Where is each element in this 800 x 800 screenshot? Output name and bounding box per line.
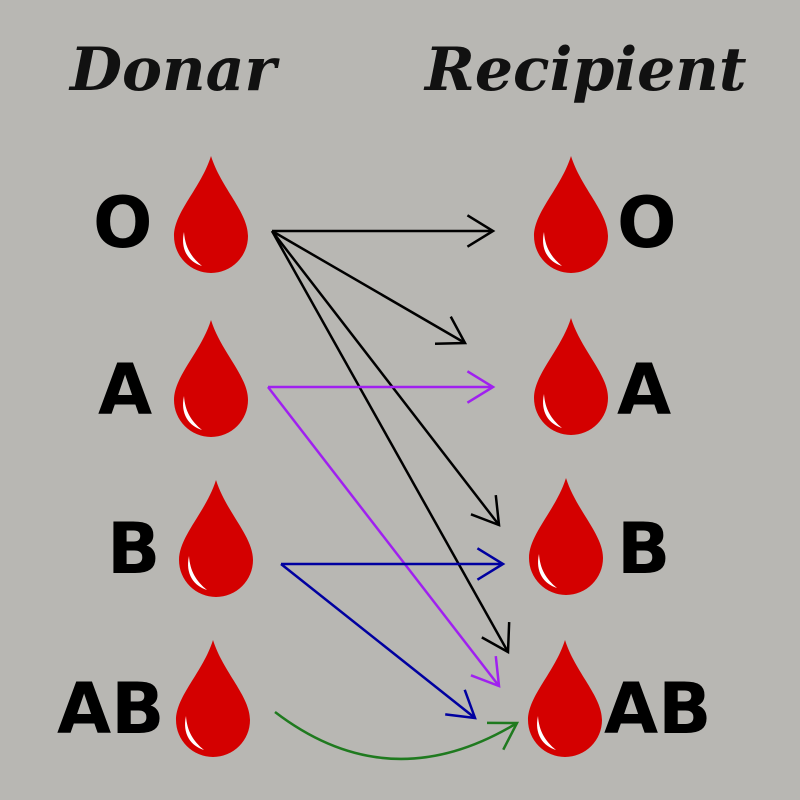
recipient-heading: Recipient: [425, 35, 747, 105]
recipient-drop-a-icon: [534, 318, 608, 435]
recipient-label-o: O: [617, 182, 677, 264]
donor-heading: Donar: [70, 35, 277, 105]
arrow-a-to-a-head: [466, 370, 496, 404]
recipient-label-a: A: [617, 349, 672, 431]
arrow-a-to-ab-head: [470, 656, 501, 688]
recipient-label-b: B: [617, 508, 671, 590]
donor-label-ab: AB: [57, 668, 165, 750]
arrow-o-to-o-head: [466, 214, 496, 248]
arrow-o-to-b: [271, 230, 500, 526]
arrow-ab-to-ab-head: [486, 721, 520, 751]
recipient-drop-ab-icon: [528, 640, 602, 757]
donor-drop-ab-icon: [176, 640, 250, 757]
arrow-o-to-ab-head: [481, 621, 511, 655]
arrow-o-to-b-head: [470, 495, 501, 527]
recipient-label-ab: AB: [604, 668, 712, 750]
donor-drop-o-icon: [174, 156, 248, 273]
arrow-o-to-a-head: [434, 316, 468, 345]
arrow-b-to-ab: [280, 563, 476, 719]
arrow-b-to-b-head: [476, 547, 506, 581]
donor-label-b: B: [107, 508, 161, 590]
recipient-drop-o-icon: [534, 156, 608, 273]
arrow-a-to-ab: [267, 386, 500, 687]
arrow-o-to-a: [271, 229, 466, 345]
arrow-ab-to-ab: [274, 711, 518, 761]
arrow-o-to-ab: [270, 230, 510, 653]
donor-label-a: A: [98, 349, 153, 431]
recipient-drop-b-icon: [529, 478, 603, 595]
donor-label-o: O: [93, 182, 153, 264]
donor-drop-b-icon: [179, 480, 253, 597]
arrow-b-to-ab-head: [445, 689, 477, 720]
donor-drop-a-icon: [174, 320, 248, 437]
